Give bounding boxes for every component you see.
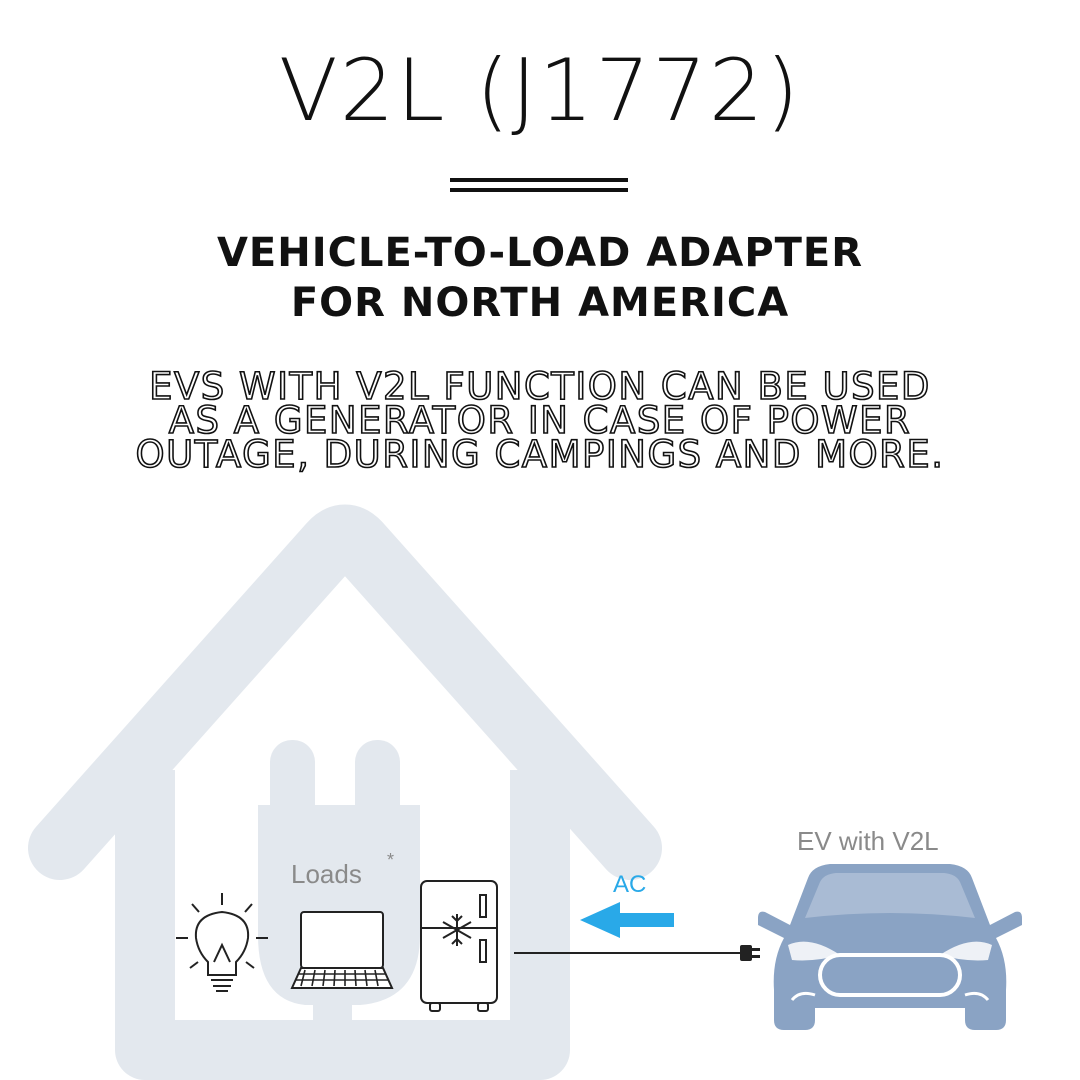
light-bulb-icon [176, 893, 268, 992]
description-line-1: EVS WITH V2L FUNCTION CAN BE USED [148, 365, 931, 408]
description: EVS WITH V2L FUNCTION CAN BE USED AS A G… [0, 365, 1080, 476]
ac-label: AC [613, 871, 646, 898]
subtitle: VEHICLE-TO-LOAD ADAPTER FOR NORTH AMERIC… [0, 228, 1080, 328]
refrigerator-icon [420, 880, 498, 1012]
title-divider-bottom [450, 188, 628, 192]
plug-icon [258, 740, 420, 1052]
laptop-icon [290, 911, 394, 989]
loads-label: Loads [291, 859, 362, 889]
power-plug-icon [740, 945, 760, 961]
ev-label: EV with V2L [797, 826, 939, 856]
snowflake-icon [442, 914, 472, 946]
electric-car-icon [758, 864, 1022, 1030]
description-line-2: AS A GENERATOR IN CASE OF POWER [168, 399, 912, 442]
description-line-3: OUTAGE, DURING CAMPINGS AND MORE. [135, 433, 945, 476]
page-title: V2L (J1772) [278, 41, 802, 141]
arrow-left-icon [580, 902, 674, 938]
title-divider-top [450, 178, 628, 182]
subtitle-line-1: VEHICLE-TO-LOAD ADAPTER [216, 230, 864, 276]
loads-asterisk: * [387, 850, 394, 870]
subtitle-line-2: FOR NORTH AMERICA [290, 280, 790, 326]
